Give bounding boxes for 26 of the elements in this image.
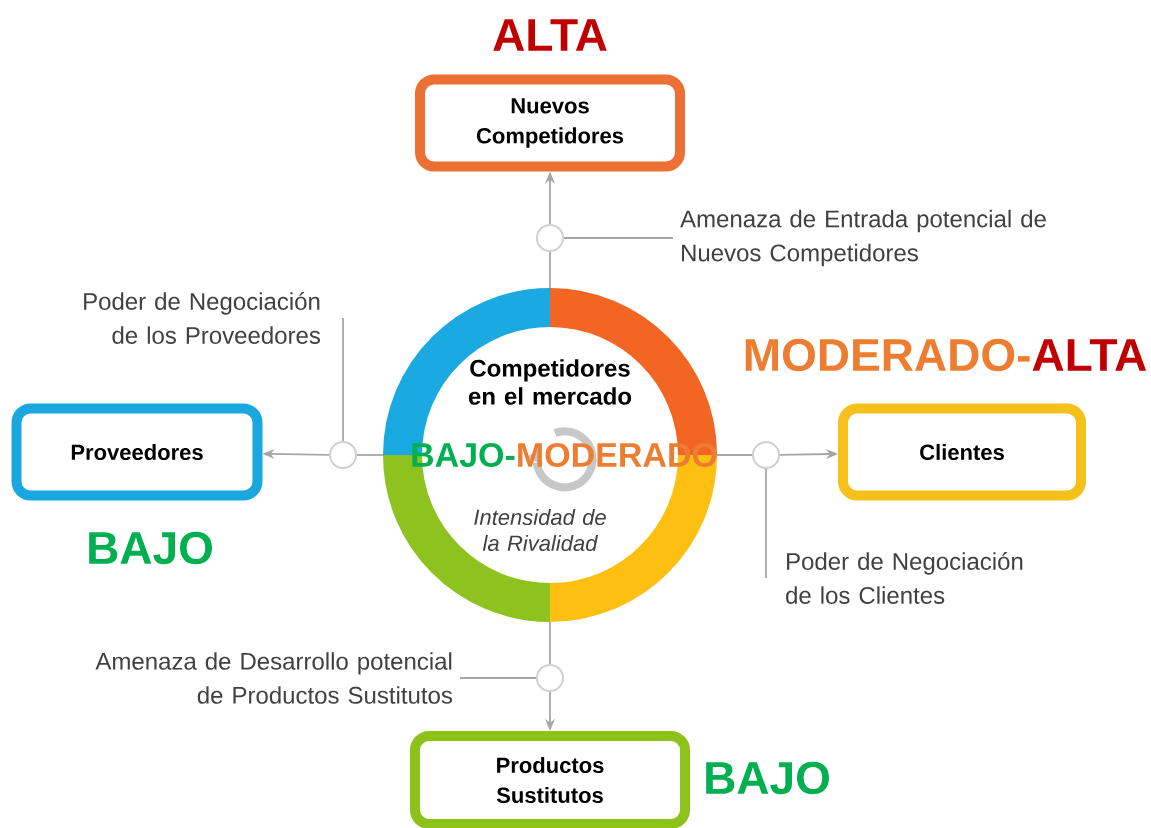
force-label: Amenaza de Desarrollo potencial de Productos Sustitutos (95, 652, 453, 704)
force-box: Nuevos Competidores (415, 74, 685, 172)
connector-line (549, 251, 551, 289)
rating-label: BAJO (706, 761, 829, 795)
leader-line (459, 677, 537, 679)
force-box: Productos Sustitutos (410, 731, 690, 828)
rating-label: ALTA (493, 19, 607, 51)
force-label: Poder de Negociación de los Proveedores (84, 292, 320, 344)
connector-dot (536, 664, 564, 692)
rating-label: MODERADO-ALTA (745, 338, 1147, 372)
leader-line (765, 468, 767, 579)
connector-line (549, 621, 551, 665)
ring-subtitle: Intensidad de la Rivalidad (474, 508, 606, 552)
rating-label: BAJO (89, 531, 212, 565)
force-box: Clientes (838, 403, 1086, 501)
ring-title: Competidores en el mercado (468, 359, 632, 405)
force-label: Amenaza de Entrada potencial de Nuevos Competidores (680, 209, 1046, 267)
connector-dot (329, 441, 357, 469)
leader-line (342, 317, 344, 442)
force-box: Proveedores (11, 403, 263, 501)
force-label: Poder de Negociación de los Clientes (786, 552, 1023, 604)
connector-dot (752, 441, 780, 469)
leader-line (563, 237, 674, 239)
connector-dot (536, 224, 564, 252)
connector-line (356, 454, 384, 456)
connector-line (716, 454, 753, 456)
